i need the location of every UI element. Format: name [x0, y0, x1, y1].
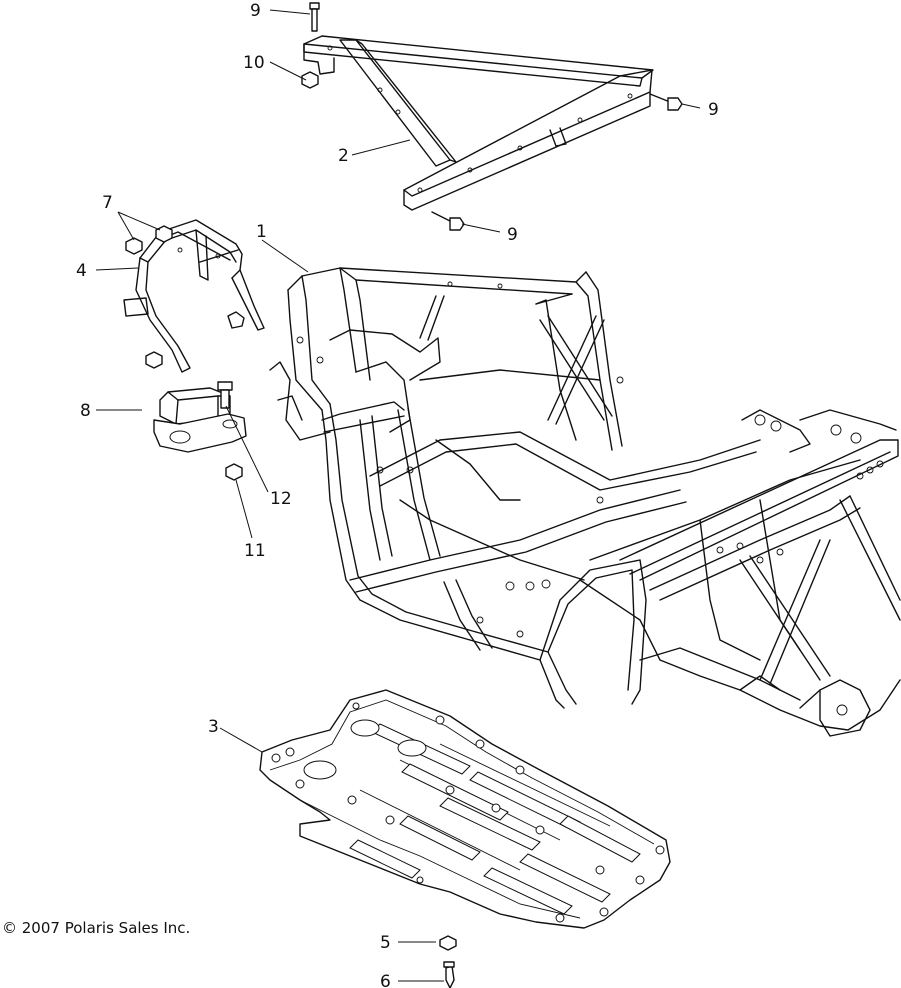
callouts: 9 10 9 2 9 7 1 4 8 12 11 3 5 6 — [76, 1, 719, 988]
callout-2: 2 — [338, 146, 349, 166]
callout-9-lower: 9 — [507, 225, 518, 245]
part-3-skid-plate — [259, 689, 671, 929]
bolt-9-right — [649, 93, 683, 111]
callout-3: 3 — [208, 717, 219, 737]
callout-6: 6 — [380, 972, 391, 988]
part-8-mount — [153, 387, 247, 453]
nut-11 — [225, 463, 243, 481]
nut-10 — [301, 71, 319, 89]
part-4-bracket — [123, 219, 265, 373]
callout-1: 1 — [256, 222, 267, 242]
bolt-9-top — [309, 2, 320, 32]
callout-9-right: 9 — [708, 100, 719, 120]
callout-8: 8 — [80, 401, 91, 421]
copyright-notice: © 2007 Polaris Sales Inc. — [2, 919, 190, 937]
callout-4: 4 — [76, 261, 87, 281]
leader-lines — [95, 9, 701, 982]
callout-7: 7 — [102, 193, 113, 213]
bolt-9-lower — [431, 211, 465, 231]
bolt-12 — [217, 381, 233, 409]
callout-10: 10 — [243, 53, 265, 73]
callout-11: 11 — [244, 541, 266, 561]
fasteners-7 — [125, 225, 245, 369]
nut-5 — [439, 935, 457, 951]
callout-9-top: 9 — [250, 1, 261, 21]
part-1-main-frame — [269, 267, 901, 737]
callout-12: 12 — [270, 489, 292, 509]
part-2-support-frame — [303, 35, 654, 211]
bolt-6 — [443, 961, 455, 988]
callout-5: 5 — [380, 933, 391, 953]
